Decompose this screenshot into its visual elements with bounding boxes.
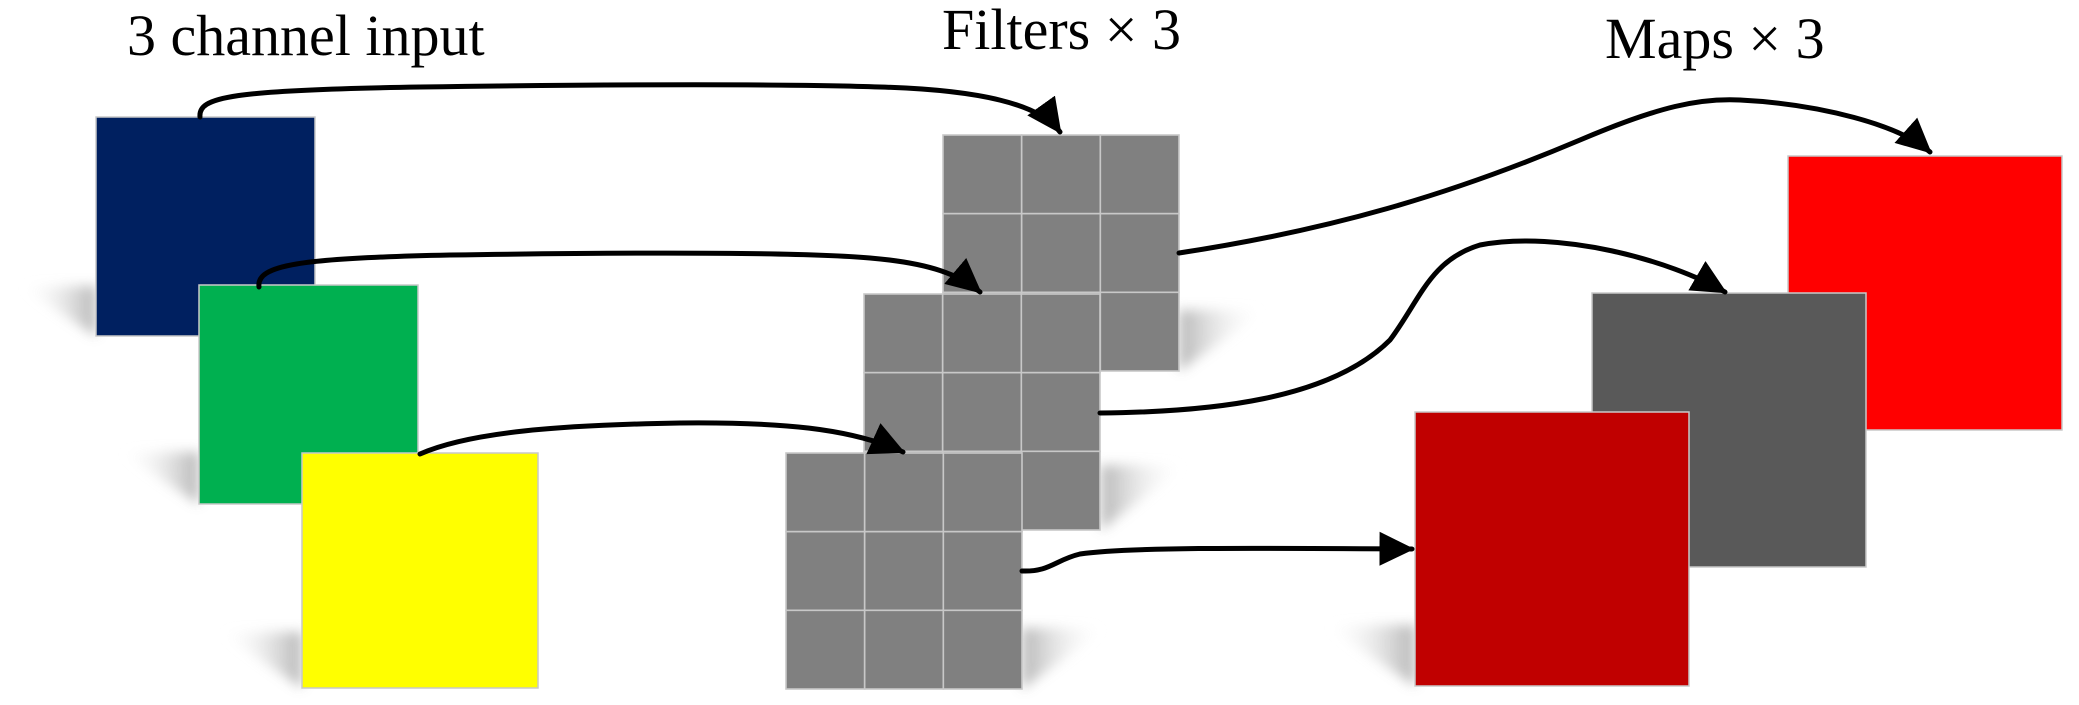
filter-cell — [941, 371, 1023, 453]
maps-title: Maps × 3 — [1605, 6, 1825, 71]
filter-cell — [942, 530, 1023, 612]
arrow-channel3-to-filter3 — [417, 420, 906, 457]
filter-cell — [863, 530, 945, 612]
shadow — [220, 632, 302, 688]
filter-cell — [1020, 212, 1102, 294]
filter-cell — [1020, 450, 1101, 531]
arrow-channel2-to-filter2 — [256, 250, 983, 295]
filter-cell — [1020, 134, 1102, 215]
shadow — [120, 452, 199, 504]
arrow-filter3-to-map3 — [1019, 531, 1415, 574]
arrow-channel1-to-filter1 — [197, 82, 1063, 135]
filter-cell — [1099, 134, 1180, 215]
filter-shadows — [1022, 310, 1265, 689]
filter-cell — [1099, 212, 1180, 294]
input-channels — [95, 116, 539, 689]
shadow — [20, 286, 96, 336]
filter-cell — [1020, 371, 1101, 453]
filter-cell — [1020, 293, 1101, 374]
filters-title: Filters × 3 — [942, 0, 1181, 62]
map-shadows — [1325, 625, 1415, 686]
output-maps — [1414, 155, 2063, 687]
filter-3 — [785, 452, 1023, 690]
filter-cell — [863, 609, 945, 690]
shadow — [1022, 628, 1105, 689]
output-map-dark-red — [1414, 411, 1690, 687]
filter-cell — [785, 530, 866, 612]
shadow — [1325, 625, 1415, 686]
input-title: 3 channel input — [127, 3, 485, 68]
filters — [785, 134, 1180, 690]
filter-cell — [942, 452, 1023, 533]
filter-cell — [942, 212, 1023, 294]
input-shadows — [20, 286, 302, 688]
shadow — [1101, 465, 1185, 530]
filter-cell — [785, 452, 866, 533]
filter-cell — [941, 293, 1023, 374]
arrow-filter1-to-map1 — [1176, 97, 1933, 256]
input-to-filter-arrows — [197, 82, 1063, 457]
filter-cell — [863, 293, 944, 374]
filter-cell — [785, 609, 866, 690]
arrow-filter2-to-map2 — [1097, 238, 1728, 416]
filter-cell — [863, 452, 945, 533]
input-channel-yellow — [301, 452, 539, 689]
filter-to-map-arrows — [1019, 97, 1933, 574]
filter-cell — [942, 609, 1023, 690]
shadow — [1179, 310, 1265, 371]
filter-cell — [1099, 291, 1180, 372]
filter-cell — [942, 134, 1023, 215]
